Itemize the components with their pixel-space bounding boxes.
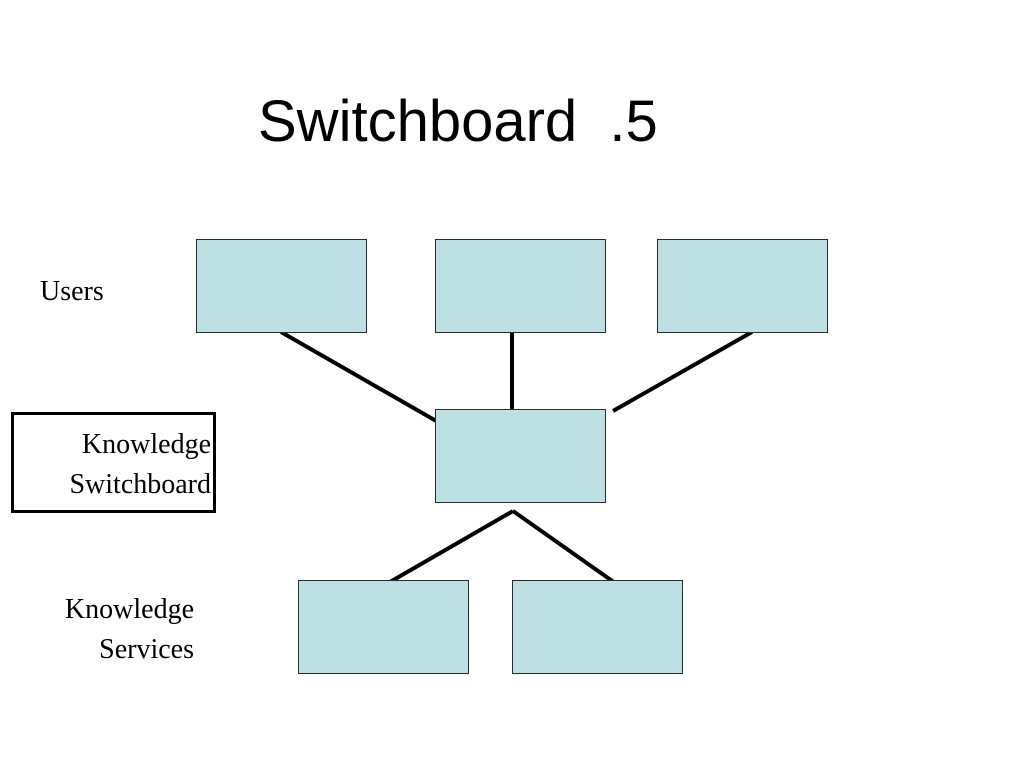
user-node-1 — [196, 239, 367, 333]
switchboard-label-line1: Knowledge — [81, 429, 211, 460]
switchboard-label-line2: Switchboard — [69, 469, 211, 500]
services-layer-label: Knowledge Services — [38, 590, 194, 670]
services-label-line2: Services — [99, 634, 194, 665]
users-layer-label: Users — [40, 272, 104, 312]
user-node-3 — [657, 239, 828, 333]
connector-user1-switchboard — [280, 330, 439, 424]
users-layer-label-text: Users — [40, 276, 104, 307]
user-node-2 — [435, 239, 606, 333]
connector-switchboard-service2 — [511, 509, 627, 592]
slide-title: Switchboard .5 — [258, 89, 658, 154]
connector-user3-switchboard — [612, 330, 753, 413]
connector-switchboard-service1 — [382, 509, 514, 588]
switchboard-node — [435, 409, 606, 503]
service-node-1 — [298, 580, 469, 674]
service-node-2 — [512, 580, 683, 674]
switchboard-layer-label: Knowledge Switchboard — [11, 412, 216, 513]
services-label-line1: Knowledge — [64, 594, 194, 625]
